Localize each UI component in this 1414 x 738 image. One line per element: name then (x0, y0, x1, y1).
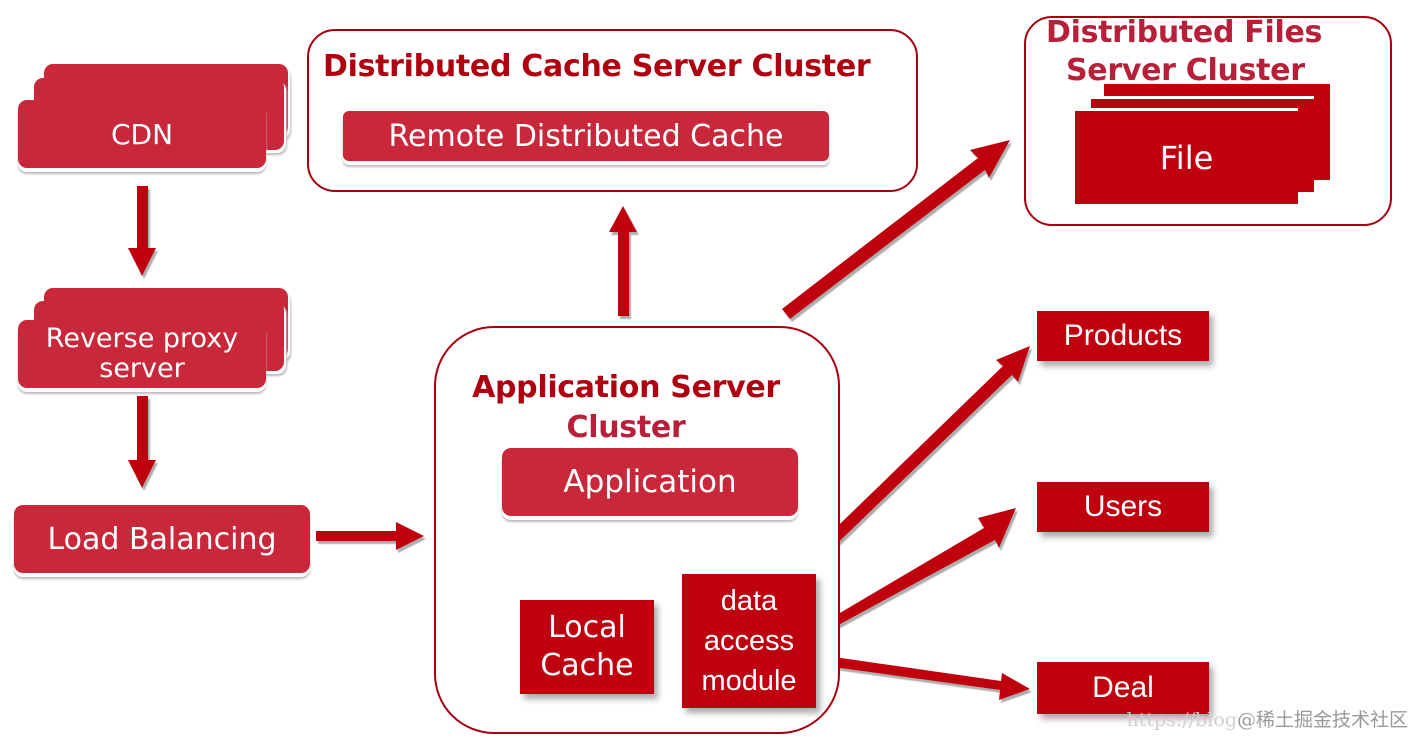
data-access-module-node: data access module (682, 574, 816, 708)
deal-node: Deal (1037, 662, 1209, 714)
cdn-node: CDN (18, 100, 266, 168)
load-balancing-node: Load Balancing (14, 505, 310, 573)
application-cluster-title: Application Server Cluster (466, 368, 786, 448)
local-cache-node: Local Cache (520, 600, 654, 694)
reverse-proxy-node: Reverse proxy server (18, 320, 266, 388)
cdn-label: CDN (110, 117, 174, 151)
load-balancing-label: Load Balancing (47, 521, 277, 557)
data-access-line3: module (701, 665, 797, 697)
application-node: Application (502, 448, 798, 516)
distributed-files-title-line1: Distributed Files (1046, 15, 1323, 50)
users-label: Users (1083, 490, 1163, 523)
deal-label: Deal (1092, 671, 1154, 704)
watermark-text: @稀土掘金技术社区 (1236, 709, 1408, 731)
arrow-load-balancing-to-app-cluster (316, 522, 424, 550)
arrow-data-access-to-products (812, 346, 1030, 560)
local-cache-line2: Cache (540, 648, 634, 683)
distributed-cache-cluster: Distributed Cache Server Cluster Remote … (307, 29, 918, 192)
distributed-files-cluster: Distributed Files Server Cluster File (1024, 14, 1392, 226)
distributed-files-cluster-title: Distributed Files Server Cluster (1046, 14, 1322, 90)
arrow-reverse-proxy-to-load-balancing (128, 396, 156, 488)
products-node: Products (1037, 311, 1209, 361)
application-server-cluster: Application Server Cluster Application L… (434, 326, 840, 734)
arrow-app-cluster-to-cache-cluster (609, 206, 637, 316)
file-label: File (1159, 138, 1214, 177)
arrow-app-cluster-to-files-cluster (782, 140, 1010, 319)
arrow-data-access-to-users (828, 508, 1016, 628)
application-label: Application (563, 464, 737, 500)
file-node: File (1072, 108, 1298, 204)
watermark-faint-url: https://blog (1126, 709, 1237, 731)
watermark: https://blog@稀土掘金技术社区 (1127, 705, 1408, 732)
remote-distributed-cache-node: Remote Distributed Cache (343, 111, 829, 161)
distributed-cache-cluster-title: Distributed Cache Server Cluster (323, 49, 871, 84)
data-access-line1: data (720, 585, 778, 617)
local-cache-line1: Local (548, 610, 626, 645)
data-access-line2: access (703, 625, 795, 657)
reverse-proxy-label-line2: server (99, 353, 185, 384)
users-node: Users (1037, 482, 1209, 532)
products-label: Products (1063, 319, 1183, 352)
application-cluster-title-line2: Cluster (566, 410, 686, 445)
reverse-proxy-label-line1: Reverse proxy (45, 323, 239, 354)
distributed-files-title-line2: Server Cluster (1066, 53, 1305, 88)
arrow-data-access-to-deal (833, 657, 1030, 700)
remote-distributed-cache-label: Remote Distributed Cache (388, 118, 784, 154)
arrow-cdn-to-reverse-proxy (128, 186, 156, 276)
application-cluster-title-line1: Application Server (472, 370, 780, 405)
